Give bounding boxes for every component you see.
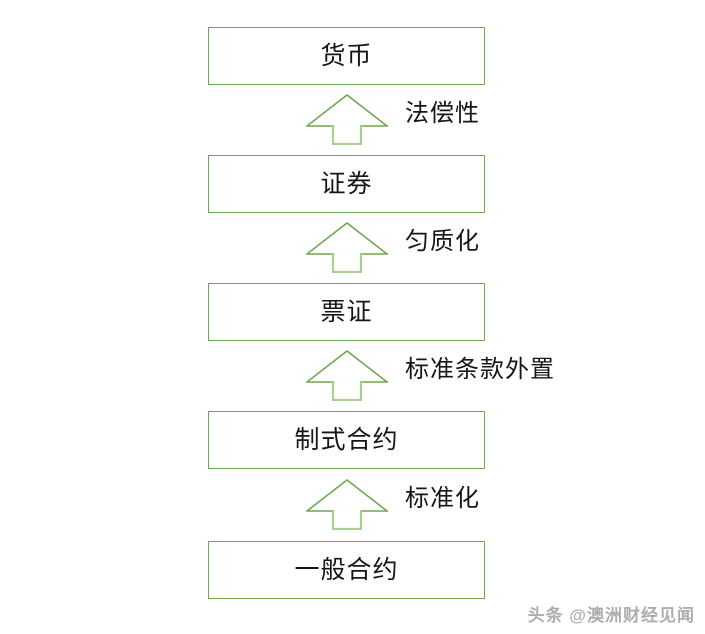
stage-box-money: 货币 — [208, 27, 485, 85]
transition-label: 标准条款外置 — [405, 356, 555, 383]
up-arrow-icon — [306, 93, 388, 145]
stage-label: 证券 — [320, 169, 373, 198]
stage-label: 货币 — [320, 41, 373, 70]
stage-box-securities: 证券 — [208, 155, 485, 213]
stage-box-standard-contract: 制式合约 — [208, 411, 485, 469]
stage-label: 一般合约 — [294, 555, 399, 584]
watermark: 头条 @澳洲财经见闻 — [528, 601, 695, 626]
stage-box-voucher: 票证 — [208, 283, 485, 341]
stage-label: 票证 — [320, 297, 373, 326]
up-arrow-icon — [306, 349, 388, 401]
up-arrow-icon — [306, 221, 388, 273]
stage-label: 制式合约 — [294, 425, 399, 454]
watermark-text: 头条 @澳洲财经见闻 — [527, 606, 695, 625]
transition-legal-tender: 法偿性 — [208, 85, 628, 155]
transition-label: 法偿性 — [405, 100, 480, 127]
up-arrow-icon — [306, 478, 388, 530]
stage-box-general-contract: 一般合约 — [208, 541, 485, 599]
transition-homogenization: 匀质化 — [208, 213, 628, 283]
transition-label: 匀质化 — [405, 228, 480, 255]
transition-standardization: 标准化 — [208, 470, 628, 540]
transition-label: 标准化 — [405, 485, 480, 512]
transition-standard-terms: 标准条款外置 — [208, 341, 628, 411]
